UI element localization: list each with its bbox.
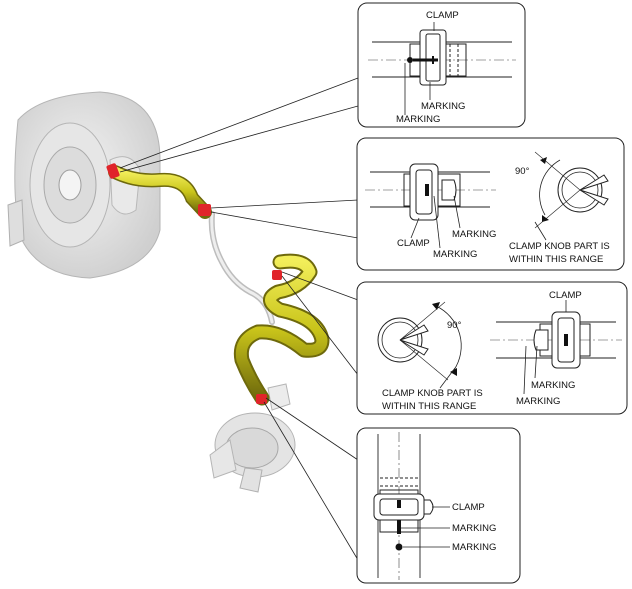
label-marking-1b: MARKING <box>396 114 440 125</box>
brake-booster <box>7 91 161 279</box>
label-clamp-3: CLAMP <box>549 290 582 301</box>
label-knob-3-line1: CLAMP KNOB PART IS <box>382 388 483 399</box>
detail-panel-pipe-lower-clamp: 90° CLAMP KNOB PART IS WITHIN THIS RANGE… <box>356 281 628 415</box>
detail-panel-pump-clamp: CLAMP MARKING MARKING <box>356 427 521 584</box>
label-knob-2-line1: CLAMP KNOB PART IS <box>509 241 610 252</box>
label-knob-3-line2: WITHIN THIS RANGE <box>382 401 476 412</box>
label-marking-4a: MARKING <box>452 523 496 534</box>
metal-vacuum-pipe <box>208 211 275 325</box>
label-marking-3a: MARKING <box>531 380 575 391</box>
label-marking-2b: MARKING <box>433 249 477 260</box>
clamp-marker-pipe-upper <box>198 204 211 216</box>
clamp-marker-booster <box>106 163 120 179</box>
label-degrees-2: 90° <box>515 166 530 177</box>
clamp-marker-pipe-lower <box>272 270 282 280</box>
vacuum-pump <box>209 383 296 493</box>
detail-panel-booster-clamp: CLAMP MARKING MARKING <box>357 2 526 128</box>
label-marking-1a: MARKING <box>421 101 465 112</box>
label-marking-3b: MARKING <box>516 396 560 407</box>
label-degrees-3: 90° <box>447 320 462 331</box>
lower-vacuum-hose <box>233 253 330 406</box>
detail-panel-pipe-upper-clamp: CLAMP MARKING MARKING 90° CLAMP KNOB PAR… <box>356 137 625 271</box>
label-clamp-4: CLAMP <box>452 502 485 513</box>
leader-lines <box>119 77 359 561</box>
upper-vacuum-hose <box>108 165 212 219</box>
label-clamp-1: CLAMP <box>426 10 459 21</box>
label-knob-2-line2: WITHIN THIS RANGE <box>509 254 603 265</box>
label-marking-4b: MARKING <box>452 542 496 553</box>
clamp-marker-pump <box>256 394 267 404</box>
label-clamp-2: CLAMP <box>397 238 430 249</box>
label-marking-2a: MARKING <box>452 229 496 240</box>
